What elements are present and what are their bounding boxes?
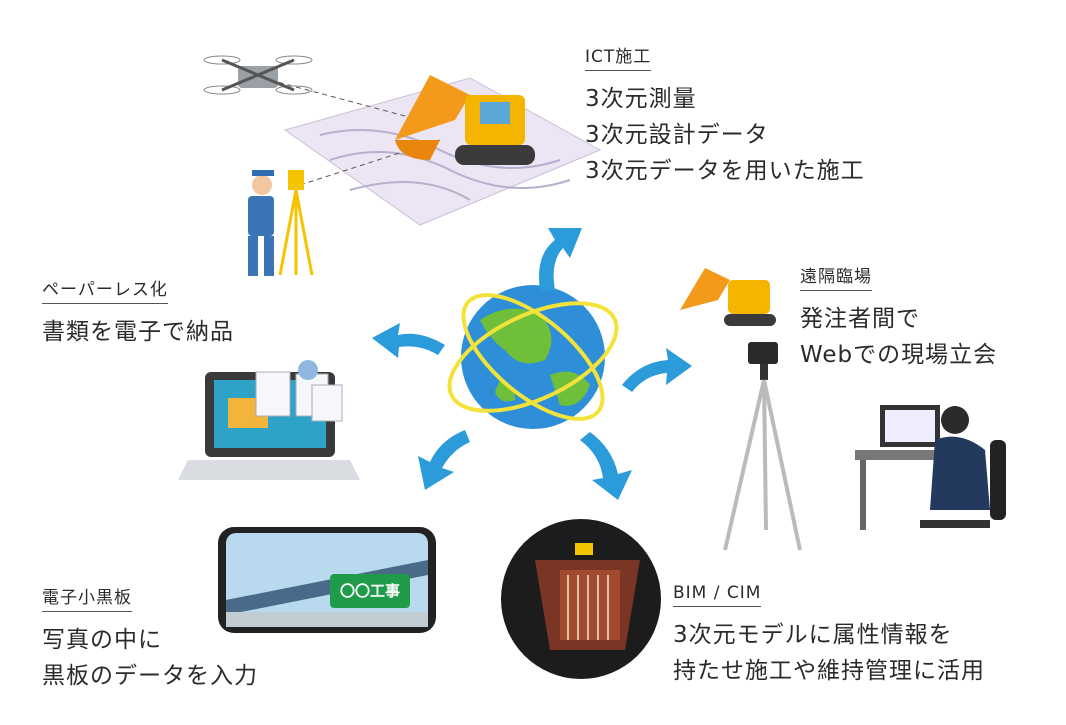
remote-worker-icon	[855, 405, 1006, 530]
remote-illustration	[680, 268, 1006, 551]
bim-heading: BIM / CIM	[673, 583, 762, 607]
ict-line-2: 3次元設計データ	[585, 122, 769, 148]
laptop-illustration	[178, 360, 360, 480]
remote-line-1: 発注者間で	[800, 306, 920, 332]
phone-illustration	[218, 527, 436, 633]
arrow-left-icon	[372, 323, 445, 358]
drone-icon	[203, 55, 313, 95]
bim-illustration	[501, 519, 661, 679]
paperless-line-1: 書類を電子で納品	[42, 319, 234, 345]
paperless-section: ペーパーレス化 書類を電子で納品	[42, 275, 234, 350]
blackboard-sign	[330, 574, 410, 608]
arrows	[372, 228, 692, 500]
board-line-2: 黒板のデータを入力	[42, 663, 258, 689]
board-line-1: 写真の中に	[42, 627, 162, 653]
remote-line-2: Webでの現場立会	[800, 342, 998, 368]
remote-section: 遠隔臨場 発注者間で Webでの現場立会	[800, 262, 997, 373]
board-section: 電子小黒板 写真の中に 黒板のデータを入力	[42, 583, 258, 694]
bim-section: BIM / CIM 3次元モデルに属性情報を 持たせ施工や維持管理に活用	[673, 583, 985, 689]
remote-heading: 遠隔臨場	[800, 262, 872, 291]
ict-line-1: 3次元測量	[585, 86, 697, 112]
bim-line-2: 持たせ施工や維持管理に活用	[673, 658, 985, 684]
ict-illustration	[203, 55, 602, 276]
ict-line-3: 3次元データを用いた施工	[585, 158, 865, 184]
blackboard-sign-text: 〇〇工事	[339, 582, 400, 600]
paperless-heading: ペーパーレス化	[42, 275, 168, 304]
board-heading: 電子小黒板	[42, 583, 132, 612]
bim-line-1: 3次元モデルに属性情報を	[673, 622, 953, 648]
smartphone-tripod-icon	[723, 342, 802, 551]
arrow-down-left-icon	[418, 430, 470, 490]
ict-heading: ICT施工	[585, 42, 652, 71]
globe-icon	[447, 285, 619, 429]
arrow-right-icon	[622, 348, 692, 392]
arrow-up-icon	[539, 228, 582, 290]
excavator-icon	[395, 75, 535, 165]
ict-section: ICT施工 3次元測量 3次元設計データ 3次元データを用いた施工	[585, 42, 865, 189]
small-excavator-icon	[680, 268, 730, 310]
arrow-down-right-icon	[580, 432, 632, 500]
surveyor-icon	[248, 170, 314, 276]
